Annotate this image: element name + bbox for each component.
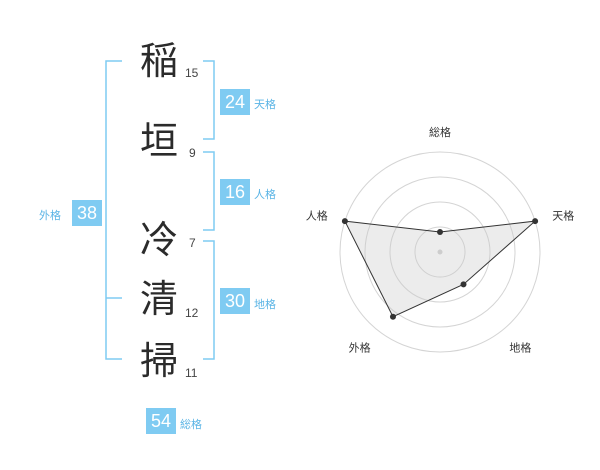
radar-point-3 xyxy=(460,281,467,288)
radar-ring-1 xyxy=(414,226,466,278)
stroke-count-2: 9 xyxy=(189,146,196,160)
radar-axis-label-3: 地格 xyxy=(509,340,531,354)
name-char-1: 稲 xyxy=(140,39,179,83)
gaikaku-label: 外格 xyxy=(39,209,61,222)
jinkaku-badge: 16 xyxy=(220,179,250,205)
gaikaku-badge: 38 xyxy=(72,200,102,226)
name-char-3: 冷 xyxy=(140,218,179,262)
radar-center xyxy=(437,249,443,255)
radar-point-1 xyxy=(437,229,443,235)
radar-ring-3 xyxy=(364,176,516,328)
tenkaku-badge: 24 xyxy=(220,89,250,115)
radar-ring-4 xyxy=(339,151,541,353)
jinkaku-bracket xyxy=(203,151,215,231)
stroke-count-4: 12 xyxy=(185,306,199,320)
tenkaku-label: 天格 xyxy=(254,98,276,111)
radar-ring-2 xyxy=(389,201,491,303)
chikaku-badge: 30 xyxy=(220,288,250,314)
radar-axis-label-5: 人格 xyxy=(306,209,328,223)
chikaku-bracket xyxy=(203,240,215,360)
name-char-4: 清 xyxy=(140,277,179,321)
radar-point-5 xyxy=(341,218,348,225)
chikaku-label: 地格 xyxy=(254,298,276,311)
stroke-count-5: 11 xyxy=(185,366,198,380)
radar-axis-label-4: 外格 xyxy=(349,340,371,354)
soukaku-label: 総格 xyxy=(180,418,202,431)
tenkaku-bracket xyxy=(203,60,215,140)
outer-bracket xyxy=(105,60,122,360)
jinkaku-label: 人格 xyxy=(254,188,276,201)
name-char-2: 垣 xyxy=(140,119,179,163)
radar-axis-label-1: 総格 xyxy=(429,125,451,139)
radar-point-2 xyxy=(532,218,539,225)
stroke-count-3: 7 xyxy=(189,236,196,250)
radar-axis-label-2: 天格 xyxy=(552,209,574,223)
score-brackets xyxy=(105,60,215,360)
soukaku-badge: 54 xyxy=(146,408,176,434)
stroke-count-1: 15 xyxy=(185,66,199,80)
radar-point-4 xyxy=(389,313,396,320)
name-char-5: 掃 xyxy=(140,339,179,383)
radar-series-polygon xyxy=(344,220,537,318)
